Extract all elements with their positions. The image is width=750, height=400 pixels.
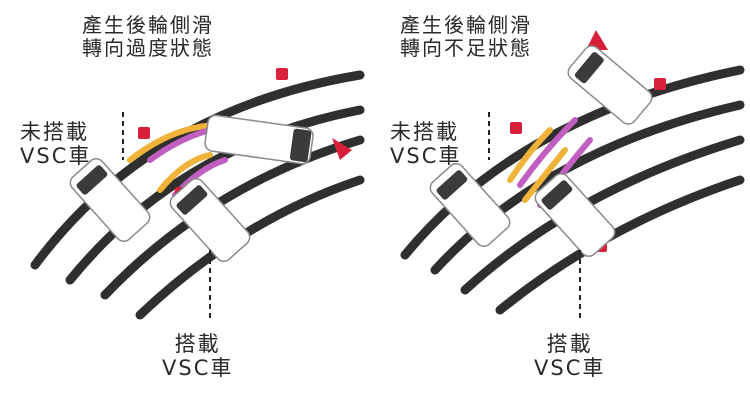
car-pushing-right xyxy=(567,45,653,125)
traffic-cone-icon xyxy=(332,138,352,160)
left-panel-roads xyxy=(30,70,365,320)
path-purple xyxy=(147,127,213,163)
warning-marker-icon xyxy=(138,127,150,139)
label-line: VSC車 xyxy=(390,144,462,169)
car-no-vsc-left xyxy=(69,157,151,243)
right-with-vsc-label: 搭載 VSC車 xyxy=(534,332,605,380)
road-line xyxy=(65,105,365,285)
left-markers xyxy=(138,68,352,252)
label-line: 未搭載 xyxy=(20,120,89,144)
left-without-vsc-label: 未搭載 VSC車 xyxy=(20,120,91,168)
title-line: 產生後輪側滑 xyxy=(400,13,532,37)
label-line: 搭載 xyxy=(174,332,221,356)
label-line: VSC車 xyxy=(534,356,606,381)
right-without-vsc-label: 未搭載 VSC車 xyxy=(390,120,461,168)
warning-marker-icon xyxy=(510,122,522,134)
title-line: 轉向過度狀態 xyxy=(82,36,214,60)
traffic-cone-icon xyxy=(586,30,608,50)
car-with-vsc-right xyxy=(534,172,616,258)
title-line: 產生後輪側滑 xyxy=(82,13,214,37)
road-line xyxy=(30,70,365,270)
path-orange xyxy=(157,152,213,193)
warning-marker-icon xyxy=(276,68,288,80)
label-line: VSC車 xyxy=(20,144,92,169)
road-line xyxy=(100,135,365,300)
car-with-vsc-left xyxy=(169,177,251,263)
path-purple xyxy=(517,117,578,188)
path-orange xyxy=(507,127,553,183)
road-line xyxy=(400,65,745,260)
label-line: 搭載 xyxy=(546,332,593,356)
car-sliding-left xyxy=(204,114,314,165)
label-line: 未搭載 xyxy=(390,120,459,144)
warning-marker-icon xyxy=(654,78,666,90)
left-with-vsc-label: 搭載 VSC車 xyxy=(162,332,233,380)
path-orange xyxy=(522,147,568,203)
left-panel-title: 產生後輪側滑 轉向過度狀態 xyxy=(82,14,214,60)
label-line: VSC車 xyxy=(162,356,234,381)
title-line: 轉向不足狀態 xyxy=(400,36,532,60)
right-panel-title: 產生後輪側滑 轉向不足狀態 xyxy=(400,14,532,60)
car-no-vsc-right xyxy=(429,162,511,248)
